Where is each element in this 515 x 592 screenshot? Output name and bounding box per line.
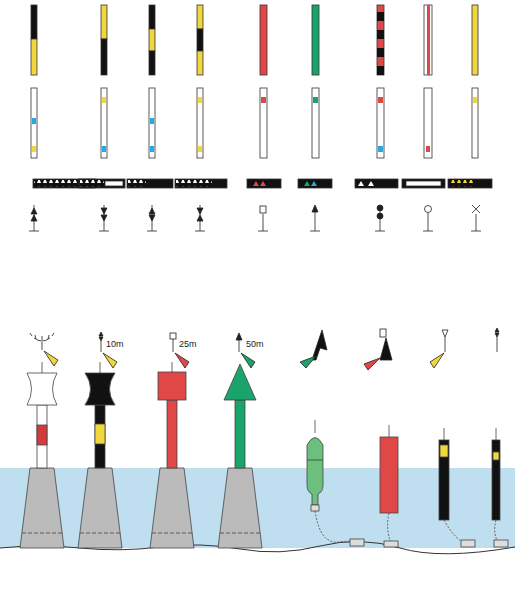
height-label: 10m bbox=[105, 339, 125, 349]
height-label: 25m bbox=[178, 339, 198, 349]
height-label: 50m bbox=[245, 339, 265, 349]
